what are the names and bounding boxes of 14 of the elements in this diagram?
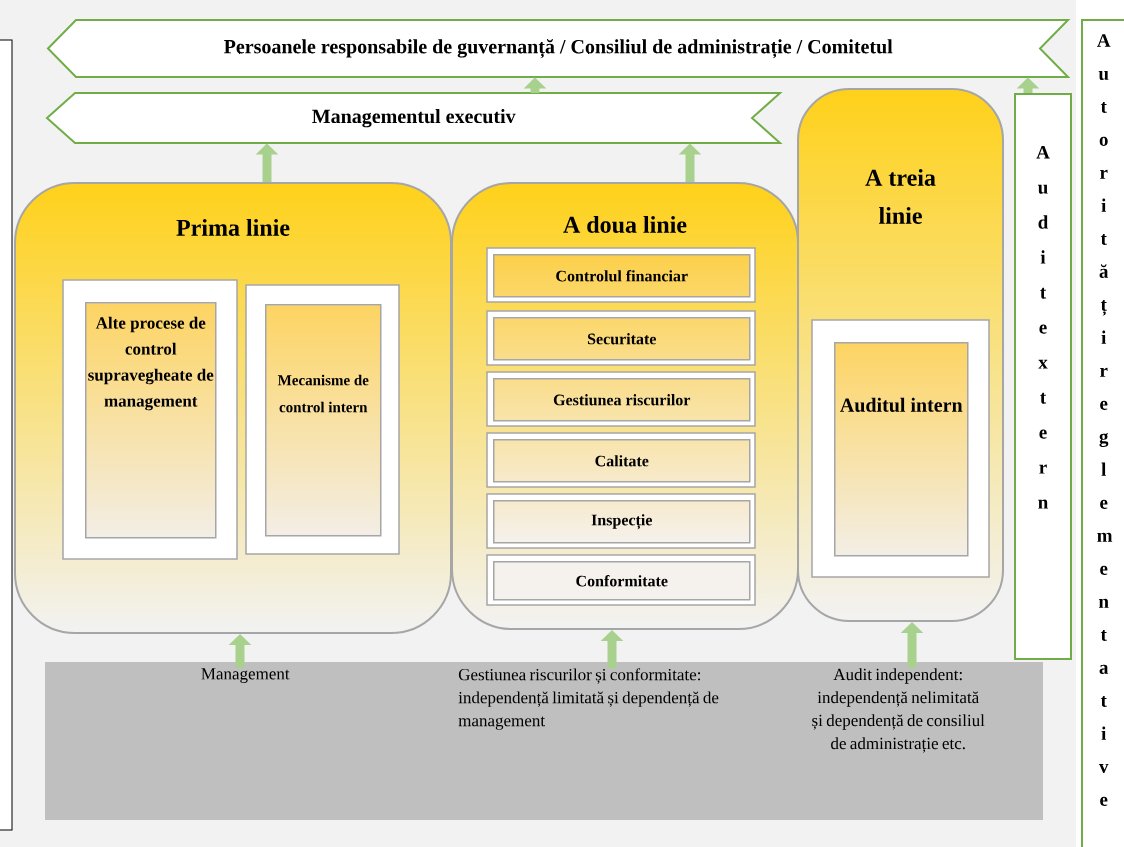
control-box: Mecanisme de control intern [245,284,400,555]
description-text: Management [201,668,290,683]
function-box: Conformitate [486,554,756,606]
function-box: Inspecție [486,493,756,549]
control-box: Alte procese de control supravegheate de management [62,279,238,560]
vertical-label-box: Autorități reglementative [1081,19,1124,847]
description-text: Gestiunea riscurilor și conformitate: independență limitată și dependență de management [458,668,719,730]
function-box: Gestiunea riscurilor [486,371,756,427]
control-box: Auditul intern [811,319,990,578]
function-box: Securitate [486,310,756,366]
function-box: Controlul financiar [486,247,756,303]
function-box: Calitate [486,432,756,488]
vertical-label-box: Audit extern [1014,93,1072,660]
description-text: Audit independent: independență nelimitată și dependență de consiliul de administrație etc. [812,668,985,753]
